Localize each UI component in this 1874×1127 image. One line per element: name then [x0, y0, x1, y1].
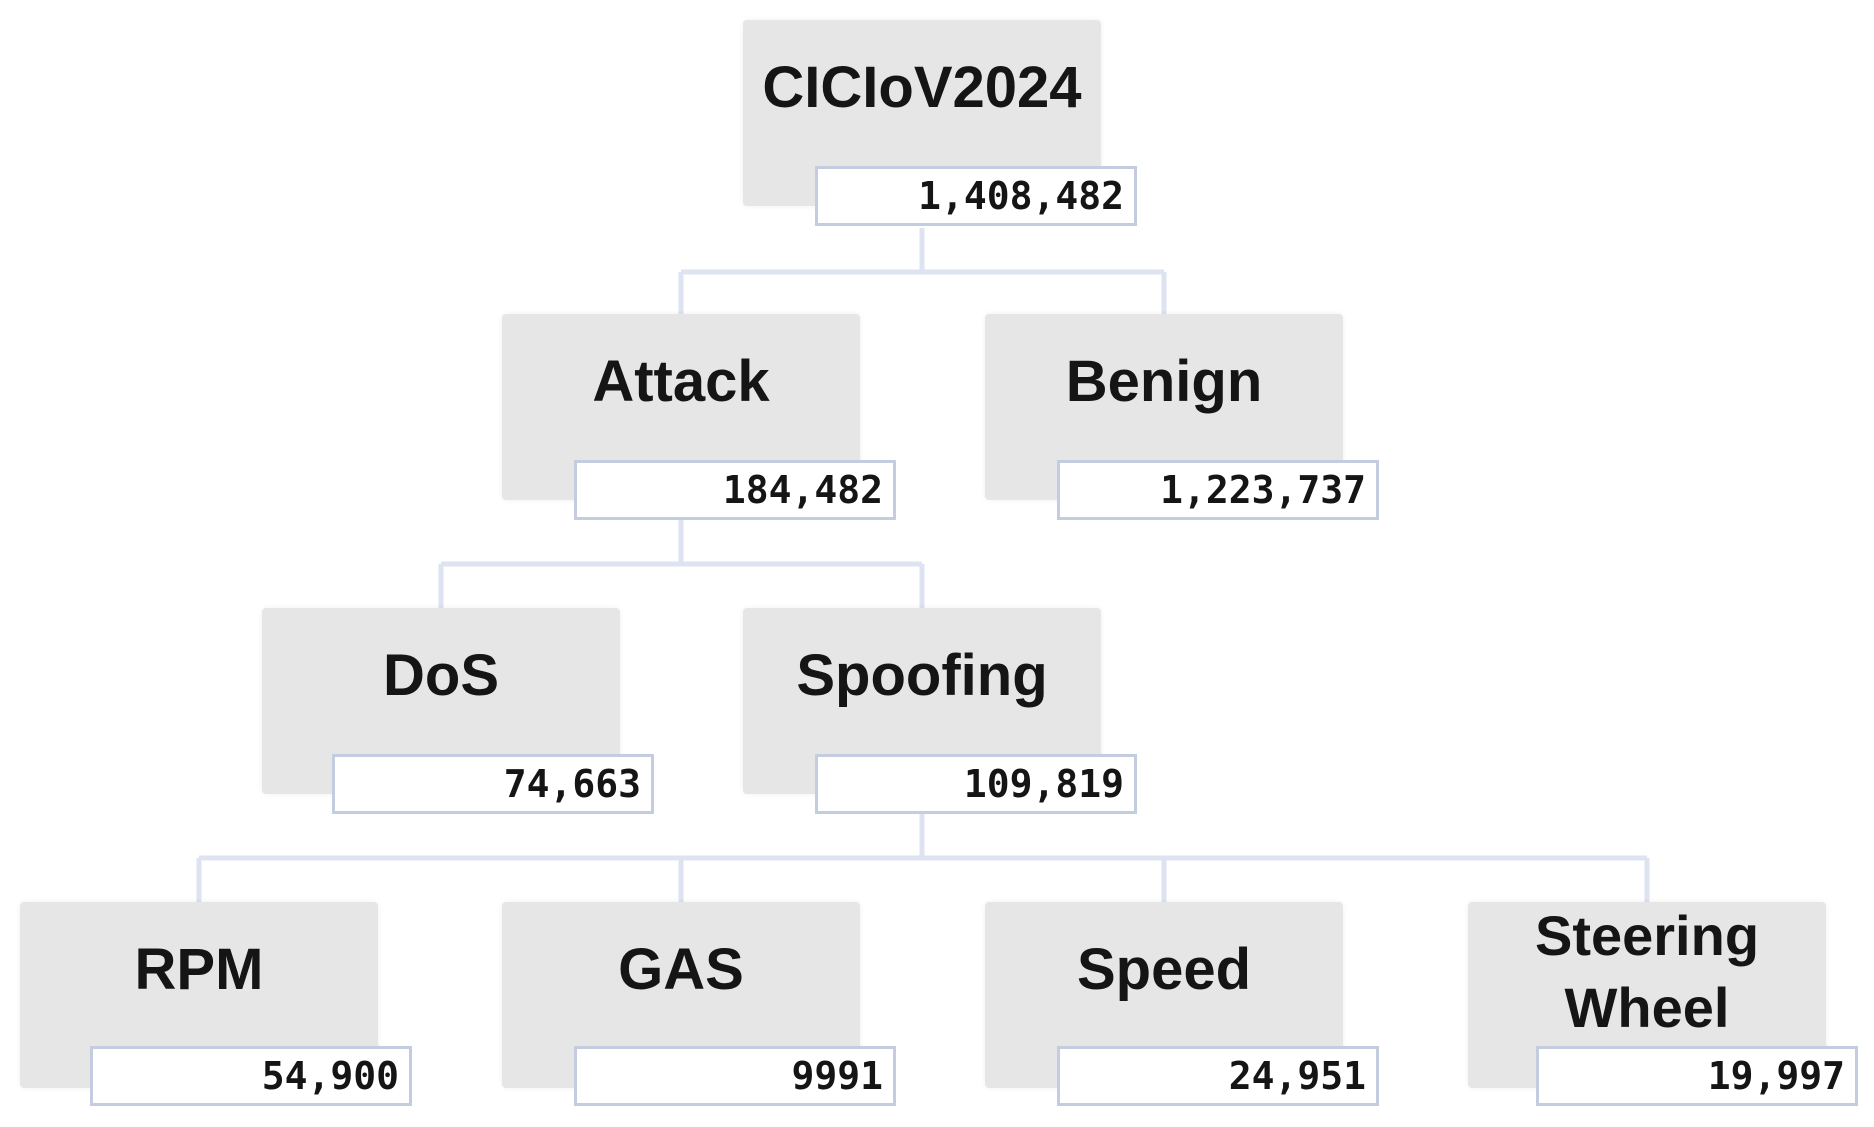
count-gas: 9991 [574, 1046, 896, 1106]
count-speed: 24,951 [1057, 1046, 1379, 1106]
connector-root-to-level1 [678, 228, 1167, 320]
count-benign: 1,223,737 [1057, 460, 1379, 520]
node-label: Spoofing [796, 643, 1048, 708]
node-label: Attack [592, 349, 770, 414]
count-dos: 74,663 [332, 754, 654, 814]
connector-spoofing-to-level3 [196, 814, 1650, 906]
node-label: CICIoV2024 [762, 55, 1082, 120]
count-spoofing: 109,819 [815, 754, 1137, 814]
node-label: GAS [618, 937, 744, 1002]
node-label: Speed [1076, 937, 1252, 1002]
node-label: DoS [383, 643, 499, 708]
node-label: Benign [1065, 349, 1263, 414]
connector-attack-to-level2 [438, 520, 925, 612]
count-ciciov2024: 1,408,482 [815, 166, 1137, 226]
count-rpm: 54,900 [90, 1046, 412, 1106]
count-steering-wheel: 19,997 [1536, 1046, 1858, 1106]
node-label: RPM [134, 937, 264, 1002]
count-attack: 184,482 [574, 460, 896, 520]
node-label: Steering Wheel [1534, 904, 1760, 1039]
